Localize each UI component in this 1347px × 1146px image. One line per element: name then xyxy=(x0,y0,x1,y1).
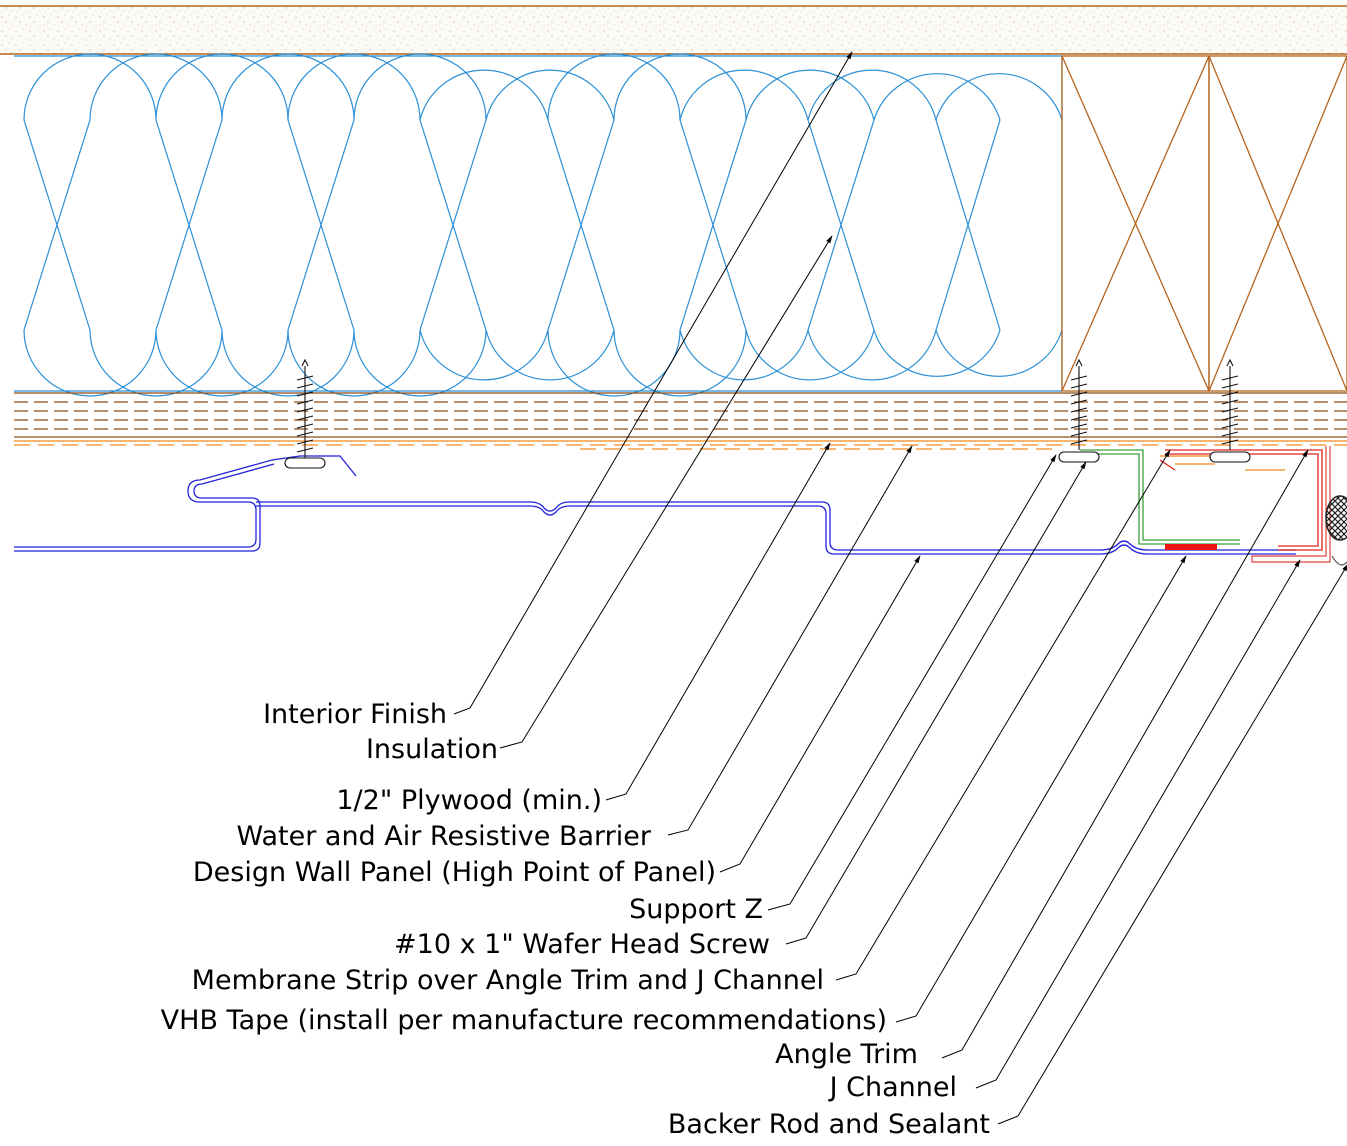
leader-backer-rod xyxy=(997,563,1347,1125)
leader-design-wall-panel xyxy=(719,555,921,873)
label-vhb-tape: VHB Tape (install per manufacture recomm… xyxy=(160,1005,887,1036)
label-insulation: Insulation xyxy=(365,734,498,765)
j-channel xyxy=(1251,446,1331,563)
backer-rod xyxy=(1325,495,1347,566)
angle-trim xyxy=(1159,449,1323,551)
wafer-head-screws xyxy=(284,358,1251,469)
leader-insulation xyxy=(499,235,833,749)
label-j-channel: J Channel xyxy=(829,1072,957,1103)
leader-angle-trim xyxy=(941,449,1309,1059)
label-wrb: Water and Air Resistive Barrier xyxy=(236,821,652,852)
label-angle-trim: Angle Trim xyxy=(775,1039,918,1070)
interior-finish-layer xyxy=(0,5,1347,55)
leader-j-channel xyxy=(975,559,1301,1089)
leader-screw xyxy=(785,461,1087,945)
leader-wrb xyxy=(667,445,913,836)
label-plywood: 1/2" Plywood (min.) xyxy=(336,785,602,816)
label-support-z: Support Z xyxy=(629,894,763,925)
label-membrane-strip: Membrane Strip over Angle Trim and J Cha… xyxy=(191,965,824,996)
stud-framing xyxy=(1061,55,1347,392)
label-interior-finish: Interior Finish xyxy=(263,699,447,730)
label-screw: #10 x 1" Wafer Head Screw xyxy=(394,929,770,960)
label-backer-rod: Backer Rod and Sealant xyxy=(667,1109,990,1140)
leader-plywood xyxy=(605,442,831,801)
wrb-layer xyxy=(14,440,1347,471)
design-wall-panel xyxy=(14,455,1296,555)
insulation-layer xyxy=(14,53,1063,397)
leader-support-z xyxy=(767,454,1057,911)
plywood-layer xyxy=(14,392,1347,438)
vhb-tape xyxy=(1165,544,1217,550)
support-z xyxy=(1080,449,1240,545)
leader-membrane-strip xyxy=(835,449,1171,981)
leader-lines xyxy=(453,51,1347,1125)
leader-interior-finish xyxy=(453,51,853,715)
leader-vhb-tape xyxy=(895,555,1187,1023)
label-design-wall-panel: Design Wall Panel (High Point of Panel) xyxy=(192,857,716,888)
